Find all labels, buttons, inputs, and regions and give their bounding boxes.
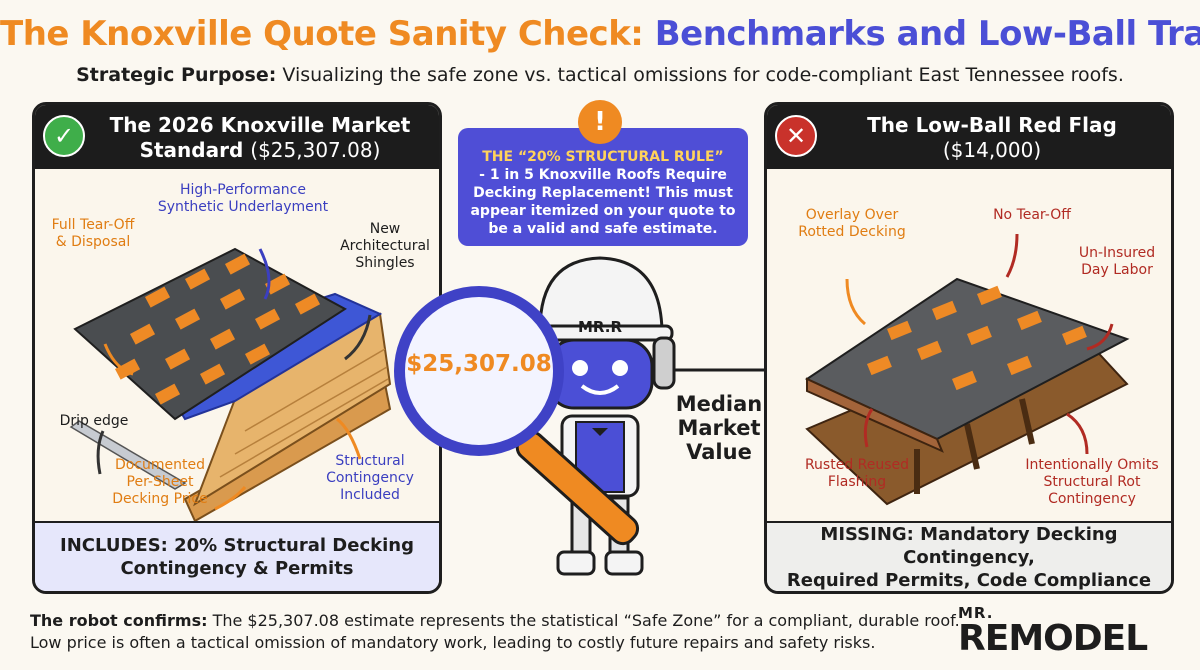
shingle-surface [73, 247, 347, 421]
rusted-flashing [806, 377, 944, 453]
market-standard-panel: ✓ The 2026 Knoxville Market Standard ($2… [32, 102, 442, 594]
omits-text: Intentionally Omits Structural Rot Conti… [1025, 457, 1159, 507]
subtitle-label: Strategic Purpose: [76, 64, 277, 86]
market-standard-header: ✓ The 2026 Knoxville Market Standard ($2… [35, 105, 439, 169]
tear-off-label: Full Tear-Off & Disposal [43, 217, 143, 251]
subtitle-text: Visualizing the safe zone vs. tactical o… [282, 64, 1124, 86]
decking-price-label: Documented Per-Sheet Decking Price [105, 457, 215, 508]
tear-off-text: Full Tear-Off & Disposal [51, 217, 135, 250]
structural-rule-title: THE “20% STRUCTURAL RULE” [482, 149, 724, 165]
check-icon: ✓ [43, 115, 85, 157]
market-standard-title-bold: Standard [139, 138, 244, 162]
shingles-text: New Architectural Shingles [340, 221, 430, 271]
x-icon: ✕ [775, 115, 817, 157]
title-part-1: The Knoxville Quote Sanity Check: [0, 14, 644, 54]
note-text: The $25,307.08 estimate represents the s… [30, 611, 960, 652]
market-standard-title: The 2026 Knoxville Market Standard ($25,… [85, 113, 435, 163]
damaged-roof-illustration [804, 233, 1130, 506]
overlay-label: Overlay Over Rotted Decking [787, 207, 917, 241]
drip-edge-label: Drip edge [49, 413, 139, 430]
median-label-text: Median Market Value [675, 392, 763, 464]
contingency-label: Structural Contingency Included [310, 453, 430, 504]
median-market-value-label: Median Market Value [664, 392, 774, 464]
title-part-2: Benchmarks and Low-Ball Traps [654, 14, 1200, 54]
low-ball-footer-text: MISSING: Mandatory Decking Contingency, … [786, 523, 1152, 591]
underlayment-label: High-Performance Synthetic Underlayment [153, 182, 333, 216]
structural-rule-text: - 1 in 5 Knoxville Roofs Require Decking… [470, 167, 736, 237]
overlay-shingle-tabs [867, 285, 1087, 391]
flashing-label: Rusted Reused Flashing [797, 457, 917, 491]
robot-mascot [515, 256, 676, 576]
low-ball-header: ✕ The Low-Ball Red Flag ($14,000) [767, 105, 1171, 169]
low-ball-title-line1: The Low-Ball Red Flag [867, 113, 1117, 137]
structural-rule-callout: THE “20% STRUCTURAL RULE” - 1 in 5 Knoxv… [458, 128, 748, 246]
magnifying-glass-lens [394, 286, 564, 456]
decking-price-text: Documented Per-Sheet Decking Price [112, 457, 208, 507]
warning-icon: ! [578, 100, 622, 144]
underlayment-text: High-Performance Synthetic Underlayment [157, 182, 329, 215]
market-standard-price: ($25,307.08) [250, 138, 381, 162]
low-ball-price: ($14,000) [942, 138, 1042, 162]
contingency-text: Structural Contingency Included [326, 453, 414, 503]
note-label: The robot confirms: [30, 611, 208, 630]
market-standard-footer-text: INCLUDES: 20% Structural Decking Conting… [60, 535, 414, 579]
robot-name: MR.R [577, 318, 622, 336]
low-ball-title: The Low-Ball Red Flag ($14,000) [817, 113, 1167, 163]
uninsured-text: Un-Insured Day Labor [1078, 245, 1156, 278]
logo-main-text: REMODEL [958, 618, 1148, 659]
shingle-tabs [114, 253, 321, 405]
robot-confirms-note: The robot confirms: The $25,307.08 estim… [30, 610, 960, 654]
low-ball-footer: MISSING: Mandatory Decking Contingency, … [767, 521, 1171, 591]
subtitle: Strategic Purpose: Visualizing the safe … [0, 64, 1200, 86]
logo-top-text: MR. [958, 604, 994, 622]
no-tear-off-text: No Tear-Off [993, 207, 1071, 223]
overlay-text: Overlay Over Rotted Decking [798, 207, 906, 240]
shingles-label: New Architectural Shingles [335, 221, 435, 272]
lens-median-value: $25,307.08 [406, 351, 552, 377]
no-tear-off-label: No Tear-Off [977, 207, 1087, 224]
market-standard-title-line1: The 2026 Knoxville Market [109, 113, 411, 137]
mr-remodel-logo: MR. REMODEL [958, 604, 1178, 664]
omits-label: Intentionally Omits Structural Rot Conti… [1017, 457, 1167, 508]
uninsured-label: Un-Insured Day Labor [1067, 245, 1167, 279]
drip-edge-text: Drip edge [59, 413, 129, 429]
new-roof-illustration [69, 247, 392, 521]
flashing-text: Rusted Reused Flashing [804, 457, 910, 490]
low-ball-panel: ✕ The Low-Ball Red Flag ($14,000) [764, 102, 1174, 594]
page-title: The Knoxville Quote Sanity Check: Benchm… [0, 14, 1200, 54]
market-standard-footer: INCLUDES: 20% Structural Decking Conting… [35, 521, 439, 591]
